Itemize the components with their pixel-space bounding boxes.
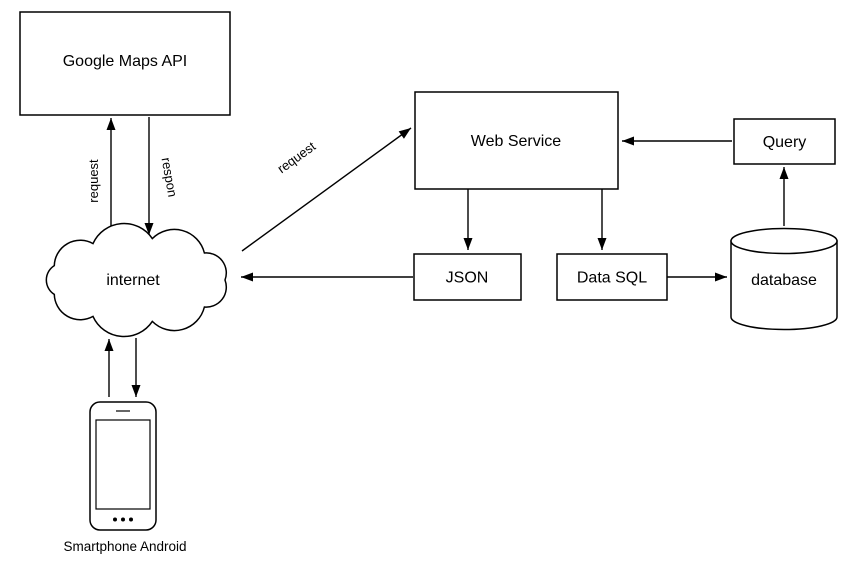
google-maps-api-node: Google Maps API <box>19 11 231 116</box>
database-label: database <box>751 272 817 289</box>
web-service-node: Web Service <box>414 91 619 190</box>
smartphone-icon <box>89 401 157 531</box>
smartphone-node: Smartphone Android <box>63 401 187 554</box>
smartphone-button-dot <box>121 517 125 522</box>
smartphone-label: Smartphone Android <box>63 539 186 554</box>
data-sql-box <box>556 253 668 301</box>
edge-label-respon: respon <box>159 156 181 198</box>
edge-labels-layer: request respon request <box>86 138 319 202</box>
internet-cloud-node: internet <box>45 222 228 338</box>
json-node: JSON <box>413 253 522 301</box>
internet-cloud-shape <box>45 222 228 338</box>
query-label: Query <box>763 134 807 151</box>
query-box <box>733 118 836 165</box>
internet-label: internet <box>106 272 160 289</box>
database-cylinder-top <box>730 227 838 255</box>
database-cylinder-body <box>730 240 838 331</box>
smartphone-button-dot <box>113 517 117 522</box>
database-node: database <box>730 227 838 331</box>
edge-label-request-diagonal: request <box>274 138 318 176</box>
json-label: JSON <box>446 270 489 287</box>
edge-label-request-vertical: request <box>86 159 101 203</box>
web-service-box <box>414 91 619 190</box>
data-sql-node: Data SQL <box>556 253 668 301</box>
google-maps-api-box <box>19 11 231 116</box>
web-service-label: Web Service <box>471 133 562 150</box>
google-maps-api-label: Google Maps API <box>63 53 188 70</box>
data-sql-label: Data SQL <box>577 270 647 287</box>
edges-layer <box>104 117 789 397</box>
query-node: Query <box>733 118 836 165</box>
smartphone-button-dot <box>129 517 133 522</box>
json-box <box>413 253 522 301</box>
arrow-internet-to-web-service <box>241 127 412 252</box>
smartphone-screen <box>95 419 151 510</box>
